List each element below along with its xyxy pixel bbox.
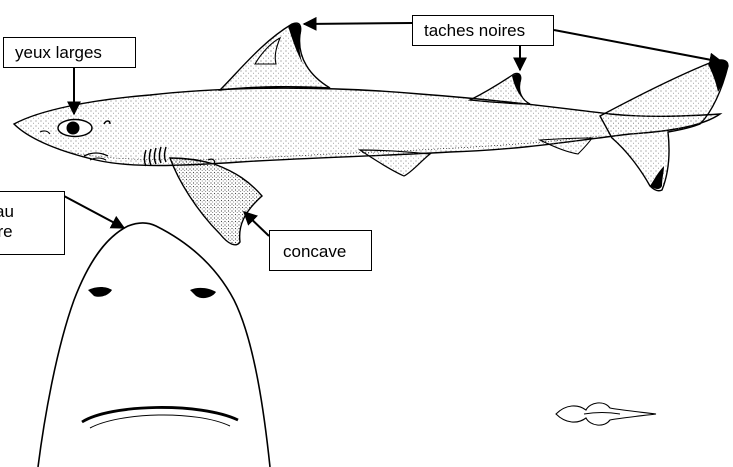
label-black-spots-text: taches noires [424,21,553,40]
label-eyes-text: yeux larges [15,43,135,62]
label-concave: concave [269,230,372,271]
caudal-fin [600,60,728,191]
shark-head-ventral-view [38,223,270,467]
arrow-concave [244,212,269,236]
label-black-spots: taches noires [412,15,554,46]
label-snout: au ulaire [0,191,65,255]
tooth-silhouette-icon [556,403,656,425]
label-snout-line1: au [0,202,64,221]
label-eyes: yeux larges [3,37,136,68]
arrow-first-dorsal [304,23,412,24]
label-snout-line2: ulaire [0,222,64,241]
snout-outline [38,223,270,467]
arrow-caudal [554,30,722,62]
arrow-snout [64,196,124,228]
pectoral-fin [170,158,262,245]
label-concave-text: concave [283,242,371,261]
